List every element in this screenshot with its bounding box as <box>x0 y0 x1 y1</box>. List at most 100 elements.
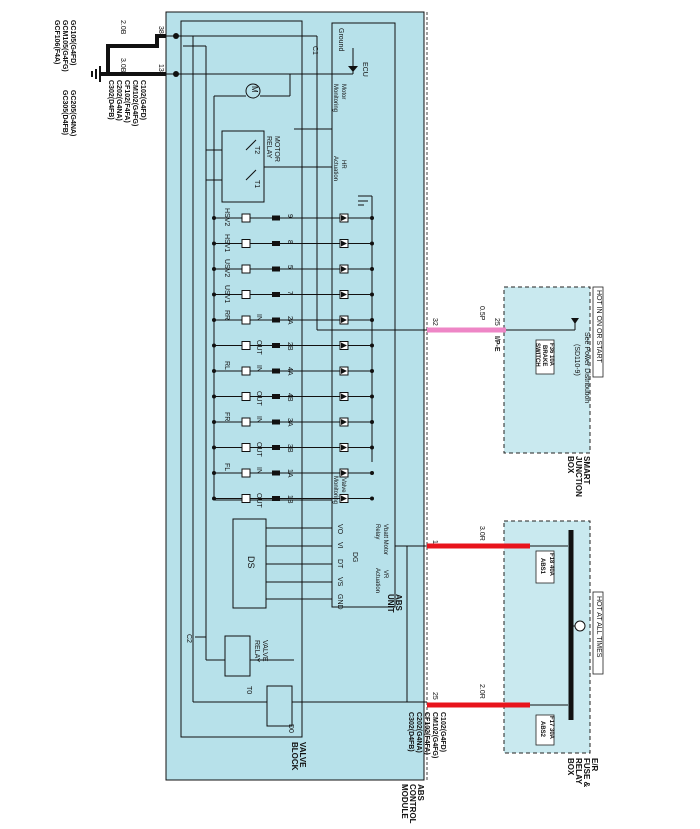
valve-coil <box>241 468 251 478</box>
valve-pin-number: 3A <box>286 418 293 427</box>
pin-25-box: 25 <box>493 318 500 326</box>
valve-monitoring-2: Monitoring <box>332 476 338 505</box>
valve-relay-2: RELAY <box>253 640 260 663</box>
valve-driver-arrow <box>341 291 347 298</box>
motor-relay-1: MOTOR <box>273 136 280 162</box>
ds-wires <box>266 527 332 600</box>
valve-pin-number: 8 <box>286 239 293 244</box>
abs-unit-box <box>331 22 396 608</box>
pin-13: 13 <box>157 64 164 72</box>
ign-wire-label: 0.5P <box>478 306 485 321</box>
conn-left-5: C302(D4FB) <box>107 80 114 120</box>
fuse-f17-label: F17 30A <box>548 716 554 740</box>
valve-pin <box>272 470 280 476</box>
dg-pin-vs: VS <box>336 577 343 587</box>
valve-ground-node <box>370 369 374 373</box>
valve-pin <box>272 394 280 399</box>
ground-code-5: GC305(D4FB) <box>61 90 68 136</box>
pin-25: 25 <box>431 692 438 700</box>
valve-bus-node <box>212 241 216 246</box>
valve-ground-node <box>370 216 374 220</box>
fuse-f17-sub: ABS2 <box>539 721 545 738</box>
control-module-3: MODULE <box>400 784 409 819</box>
abs-unit-2: UNIT <box>386 594 395 613</box>
abs-unit-1: ABS <box>394 594 403 611</box>
valve-ground-node <box>370 292 374 297</box>
see-power-1: See Power Distribution <box>583 332 590 404</box>
valve-io-label: OUT <box>255 441 262 457</box>
fuse-f36 <box>535 339 555 375</box>
smart-jb-2: JUNCTION <box>574 456 583 497</box>
pin-1: 1 <box>431 540 438 544</box>
valve-bus-node <box>212 216 216 220</box>
ground-code-3: GCF106(F4A) <box>53 20 60 65</box>
valve-coil <box>241 315 251 325</box>
valve-bus-node <box>212 394 216 399</box>
valve-coil <box>241 341 251 350</box>
ground-code-2: GCM105(G4FG) <box>61 20 68 72</box>
valve-pin-number: 4A <box>286 367 293 376</box>
valve-pin <box>272 241 280 246</box>
conn-right-4: C202(G4NA) <box>415 712 422 753</box>
valve-bus-node <box>212 292 216 297</box>
valve-name: FR <box>223 412 230 422</box>
conn-left-2: CM102(G4FG) <box>131 80 138 127</box>
motor-monitoring-2: Monitoring <box>332 84 338 113</box>
c2-label: C2 <box>185 634 192 643</box>
valve-driver-arrow <box>341 393 347 400</box>
smart-jb-3: BOX <box>566 456 575 474</box>
vbatt-1: Vbatt Motor <box>382 524 388 556</box>
fuse-f36-label: F36 10A <box>548 343 554 367</box>
valve-ground-node <box>370 318 374 322</box>
valve-bus-node <box>212 471 216 475</box>
valve-block-1: VALVE <box>298 742 307 768</box>
valve-io-label: IN <box>255 416 262 423</box>
valve-rows <box>212 213 374 503</box>
pin-32: 32 <box>431 318 438 326</box>
valve-driver-arrow <box>341 495 347 502</box>
fuse-f18-label: F18 40A <box>548 553 554 577</box>
valve-coil <box>241 366 251 376</box>
valve-name: RR <box>223 310 230 321</box>
valve-pin <box>272 445 280 450</box>
valve-pin <box>272 317 280 323</box>
valve-pin <box>272 496 280 501</box>
control-module-1: ABS <box>416 784 425 801</box>
valve-bus-node <box>212 496 216 501</box>
hot-all-times-label: HOT AT ALL TIMES <box>595 596 602 658</box>
smart-jb-1: SMART <box>582 456 591 485</box>
valve-name: RL <box>223 361 230 370</box>
dg-pin-vo: VO <box>336 524 343 535</box>
valve-bus-node <box>212 343 216 348</box>
valve-coil <box>241 264 251 274</box>
dg-pin-dt: DT <box>336 559 343 569</box>
valve-coil <box>241 213 251 223</box>
hr-actuation-1: HR <box>340 160 346 169</box>
valve-driver-arrow <box>341 368 347 374</box>
motor-monitoring-1: Motor <box>340 84 346 100</box>
conn-left-4: C202(G4NA) <box>115 80 122 121</box>
valve-coil <box>241 290 251 299</box>
er-box-2: FUSE & <box>582 758 591 788</box>
conn-right-3: CF102(F4FA) <box>423 712 430 755</box>
conn-left-1: C102(G4FD) <box>139 80 146 121</box>
valve-pin-number: 2B <box>286 341 293 351</box>
valve-name: USV2 <box>223 259 230 278</box>
ground-wire-top-label: 2.0B <box>119 20 126 35</box>
hot-at-all-times-frame <box>592 591 604 675</box>
conn-right-2: CM102(G4FG) <box>431 712 438 759</box>
hot-on-start-label: HOT IN ON OR START <box>595 290 602 363</box>
hot-on-start-frame <box>592 286 604 378</box>
valve-pin-number: 9 <box>286 214 293 218</box>
valve-ground-node <box>370 343 374 348</box>
control-module-2: CONTROL <box>408 784 417 824</box>
er-box-4: BOX <box>566 758 575 776</box>
ground-code-1: GC105(G4FD) <box>69 20 76 66</box>
t2-label: T2 <box>253 146 260 155</box>
valve-ground-node <box>370 267 374 271</box>
valve-io-label: OUT <box>255 339 262 355</box>
valve-driver-arrow <box>341 342 347 349</box>
dg-pin-gnd: GND <box>336 594 343 610</box>
valve-coil <box>241 494 251 503</box>
valve-ground-node <box>370 445 374 450</box>
